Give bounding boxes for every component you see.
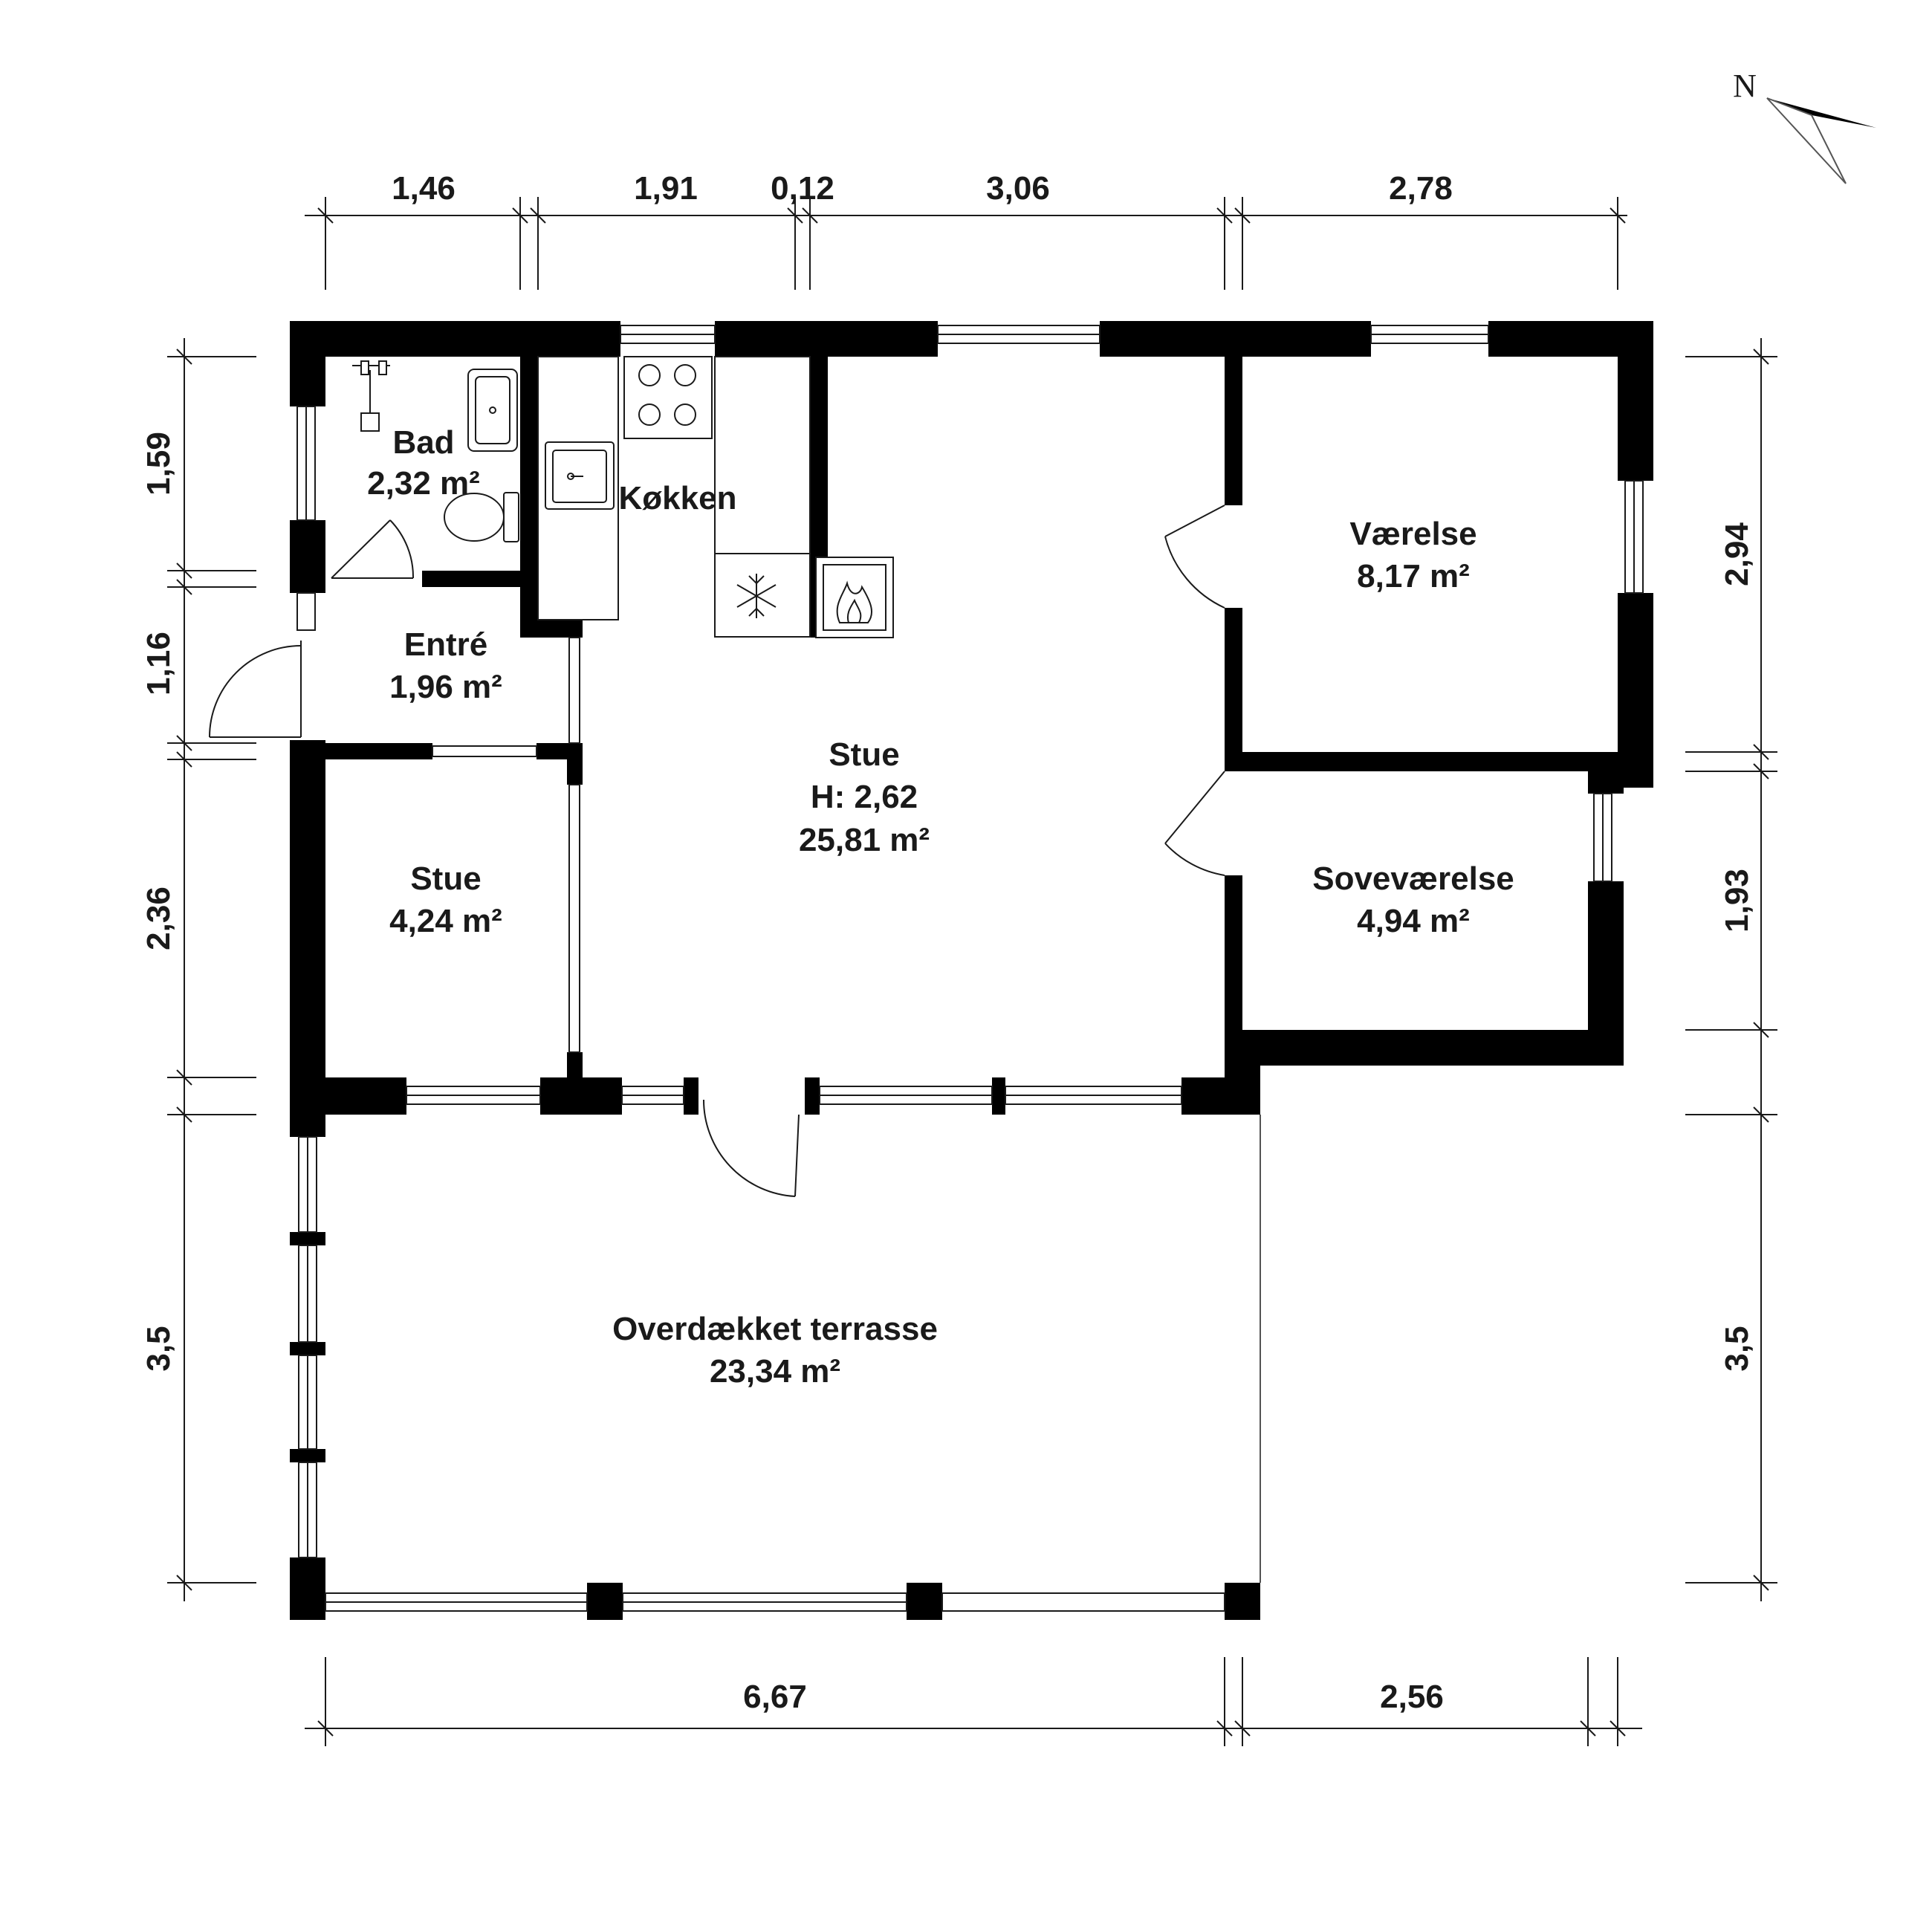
walls xyxy=(290,321,1653,1620)
window xyxy=(568,784,580,1053)
room-stue-small-name: Stue xyxy=(410,860,481,897)
dim-bottom-1: 6,67 xyxy=(743,1679,807,1715)
dimension-labels: 1,46 1,91 0,12 3,06 2,78 6,67 2,56 1,59 … xyxy=(140,170,1755,1715)
room-stue-main-name: Stue xyxy=(829,736,899,773)
dim-left-3: 2,36 xyxy=(140,886,177,950)
dim-left-2: 1,16 xyxy=(140,632,177,696)
room-bad-area: 2,32 m² xyxy=(367,465,480,502)
fixtures xyxy=(352,356,894,638)
window xyxy=(432,745,537,757)
dim-top-1: 1,46 xyxy=(392,170,456,207)
windows xyxy=(296,325,1644,1612)
room-bad-name: Bad xyxy=(392,424,454,461)
room-terrasse-name: Overdækket terrasse xyxy=(612,1311,938,1347)
north-label: N xyxy=(1733,68,1757,104)
room-stue-main-height: H: 2,62 xyxy=(811,779,918,815)
room-entre-name: Entré xyxy=(404,626,487,663)
window xyxy=(568,637,580,744)
dim-left-4: 3,5 xyxy=(140,1326,177,1371)
room-entre-area: 1,96 m² xyxy=(389,669,502,705)
dim-right-3: 3,5 xyxy=(1719,1326,1755,1371)
entry-door[interactable] xyxy=(209,641,302,738)
room-stue-small-area: 4,24 m² xyxy=(389,903,502,939)
kitchen-sink-icon xyxy=(545,441,615,510)
doors xyxy=(209,505,1225,1197)
dim-top-5: 2,78 xyxy=(1389,170,1453,207)
room-stue-main-area: 25,81 m² xyxy=(799,822,930,858)
shower-icon xyxy=(352,360,390,432)
vaerelse-door[interactable] xyxy=(1164,505,1225,609)
fridge-freezer-icon xyxy=(714,553,811,638)
room-sovevaerelse-area: 4,94 m² xyxy=(1357,903,1470,939)
dim-left-1: 1,59 xyxy=(140,432,177,496)
sovevaerelse-door[interactable] xyxy=(1164,771,1225,876)
dim-right-2: 1,93 xyxy=(1719,869,1755,933)
window xyxy=(296,592,316,631)
washbasin-icon xyxy=(467,369,518,452)
room-labels: Bad 2,32 m² Køkken Værelse 8,17 m² Entré… xyxy=(367,424,1514,1390)
dim-top-4: 3,06 xyxy=(986,170,1050,207)
room-vaerelse-area: 8,17 m² xyxy=(1357,558,1470,594)
dim-top-2: 1,91 xyxy=(634,170,698,207)
kitchen-back-counter xyxy=(714,356,811,554)
terrace-door[interactable] xyxy=(702,1099,800,1197)
stove-icon xyxy=(623,356,713,439)
room-kokken-name: Køkken xyxy=(619,480,737,516)
dimension-lines xyxy=(167,197,1777,1746)
dimension-ticks xyxy=(176,207,1769,1737)
north-arrow-icon: N xyxy=(1733,68,1876,184)
dim-right-1: 2,94 xyxy=(1719,522,1755,586)
dim-top-3: 0,12 xyxy=(771,170,834,207)
room-sovevaerelse-name: Soveværelse xyxy=(1312,860,1514,897)
room-terrasse-area: 23,34 m² xyxy=(710,1353,840,1390)
toilet-icon xyxy=(444,492,519,542)
fireplace-icon xyxy=(815,557,894,638)
room-vaerelse-name: Værelse xyxy=(1349,516,1476,552)
dim-bottom-2: 2,56 xyxy=(1380,1679,1444,1715)
bath-door[interactable] xyxy=(331,519,415,579)
window xyxy=(941,1592,1225,1612)
